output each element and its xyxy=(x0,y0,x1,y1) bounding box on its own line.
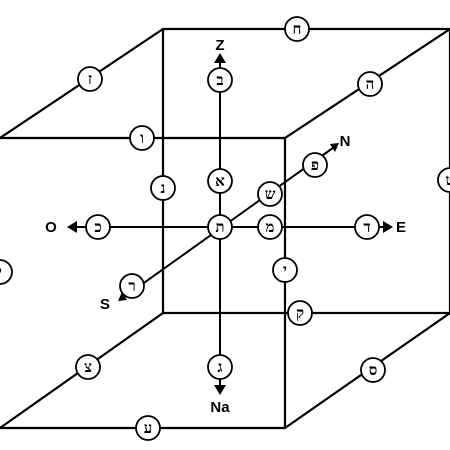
back-arrowhead xyxy=(330,143,339,152)
node-upper-back-right-corner: ח xyxy=(284,16,310,42)
node-lower-front-edge: ע xyxy=(135,415,161,441)
node-lower-back-edge: ק xyxy=(287,300,313,326)
node-front-axis: ר xyxy=(119,273,145,299)
node-back-left-vertical-edge: נ xyxy=(150,175,176,201)
svg-text:ס: ס xyxy=(369,361,378,379)
svg-text:ז: ז xyxy=(88,70,92,88)
right-arrowhead xyxy=(383,221,393,233)
node-right-axis: ד xyxy=(354,214,380,240)
up-arrowhead xyxy=(214,53,226,63)
svg-text:ש: ש xyxy=(265,185,276,203)
front-arrowhead xyxy=(118,292,127,301)
svg-text:ה: ה xyxy=(366,75,375,93)
svg-text:י: י xyxy=(283,261,287,279)
node-right-back-vertical-edge: ט xyxy=(437,167,450,193)
node-right-center: מ xyxy=(257,214,283,240)
node-upper-center: א xyxy=(207,168,233,194)
left-arrowhead xyxy=(67,221,77,233)
node-back-center: ש xyxy=(257,181,283,207)
svg-text:א: א xyxy=(215,172,225,190)
svg-text:י: י xyxy=(0,263,2,281)
svg-text:צ: צ xyxy=(84,358,92,376)
node-lower-front-left-edge: צ xyxy=(75,354,101,380)
node-upper-right-edge: ה xyxy=(357,71,383,97)
node-up-axis: ב xyxy=(207,67,233,93)
svg-text:מ: מ xyxy=(266,218,275,236)
svg-text:ו: ו xyxy=(140,129,144,147)
svg-text:ע: ע xyxy=(144,419,153,437)
svg-text:ר: ר xyxy=(128,277,135,295)
node-upper-back-left-edge: ז xyxy=(77,66,103,92)
svg-text:ת: ת xyxy=(215,218,224,236)
svg-text:כ: כ xyxy=(94,218,101,236)
svg-text:ק: ק xyxy=(296,304,304,322)
label-down: Na xyxy=(210,399,230,416)
node-left-axis: כ xyxy=(85,214,111,240)
node-front-right-vertical-edge: י xyxy=(272,257,298,283)
label-left: O xyxy=(45,219,57,236)
svg-text:ט: ט xyxy=(445,171,450,189)
down-arrowhead xyxy=(214,385,226,395)
node-left-front-vertical-edge: י xyxy=(0,259,13,285)
svg-text:פ: פ xyxy=(311,156,319,174)
label-front: S xyxy=(100,296,110,313)
label-right: E xyxy=(396,219,406,236)
node-back-axis: פ xyxy=(302,152,328,178)
label-back: N xyxy=(340,133,351,150)
node-lower-right-edge: ס xyxy=(360,357,386,383)
svg-text:ב: ב xyxy=(216,71,223,89)
node-upper-front-edge: ו xyxy=(129,125,155,151)
svg-text:ד: ד xyxy=(363,218,370,236)
svg-text:נ: נ xyxy=(161,179,166,197)
svg-text:ג: ג xyxy=(218,358,223,376)
node-center: ת xyxy=(207,214,233,240)
svg-text:ח: ח xyxy=(293,20,302,38)
label-up: Z xyxy=(215,37,224,54)
node-down-axis: ג xyxy=(207,354,233,380)
